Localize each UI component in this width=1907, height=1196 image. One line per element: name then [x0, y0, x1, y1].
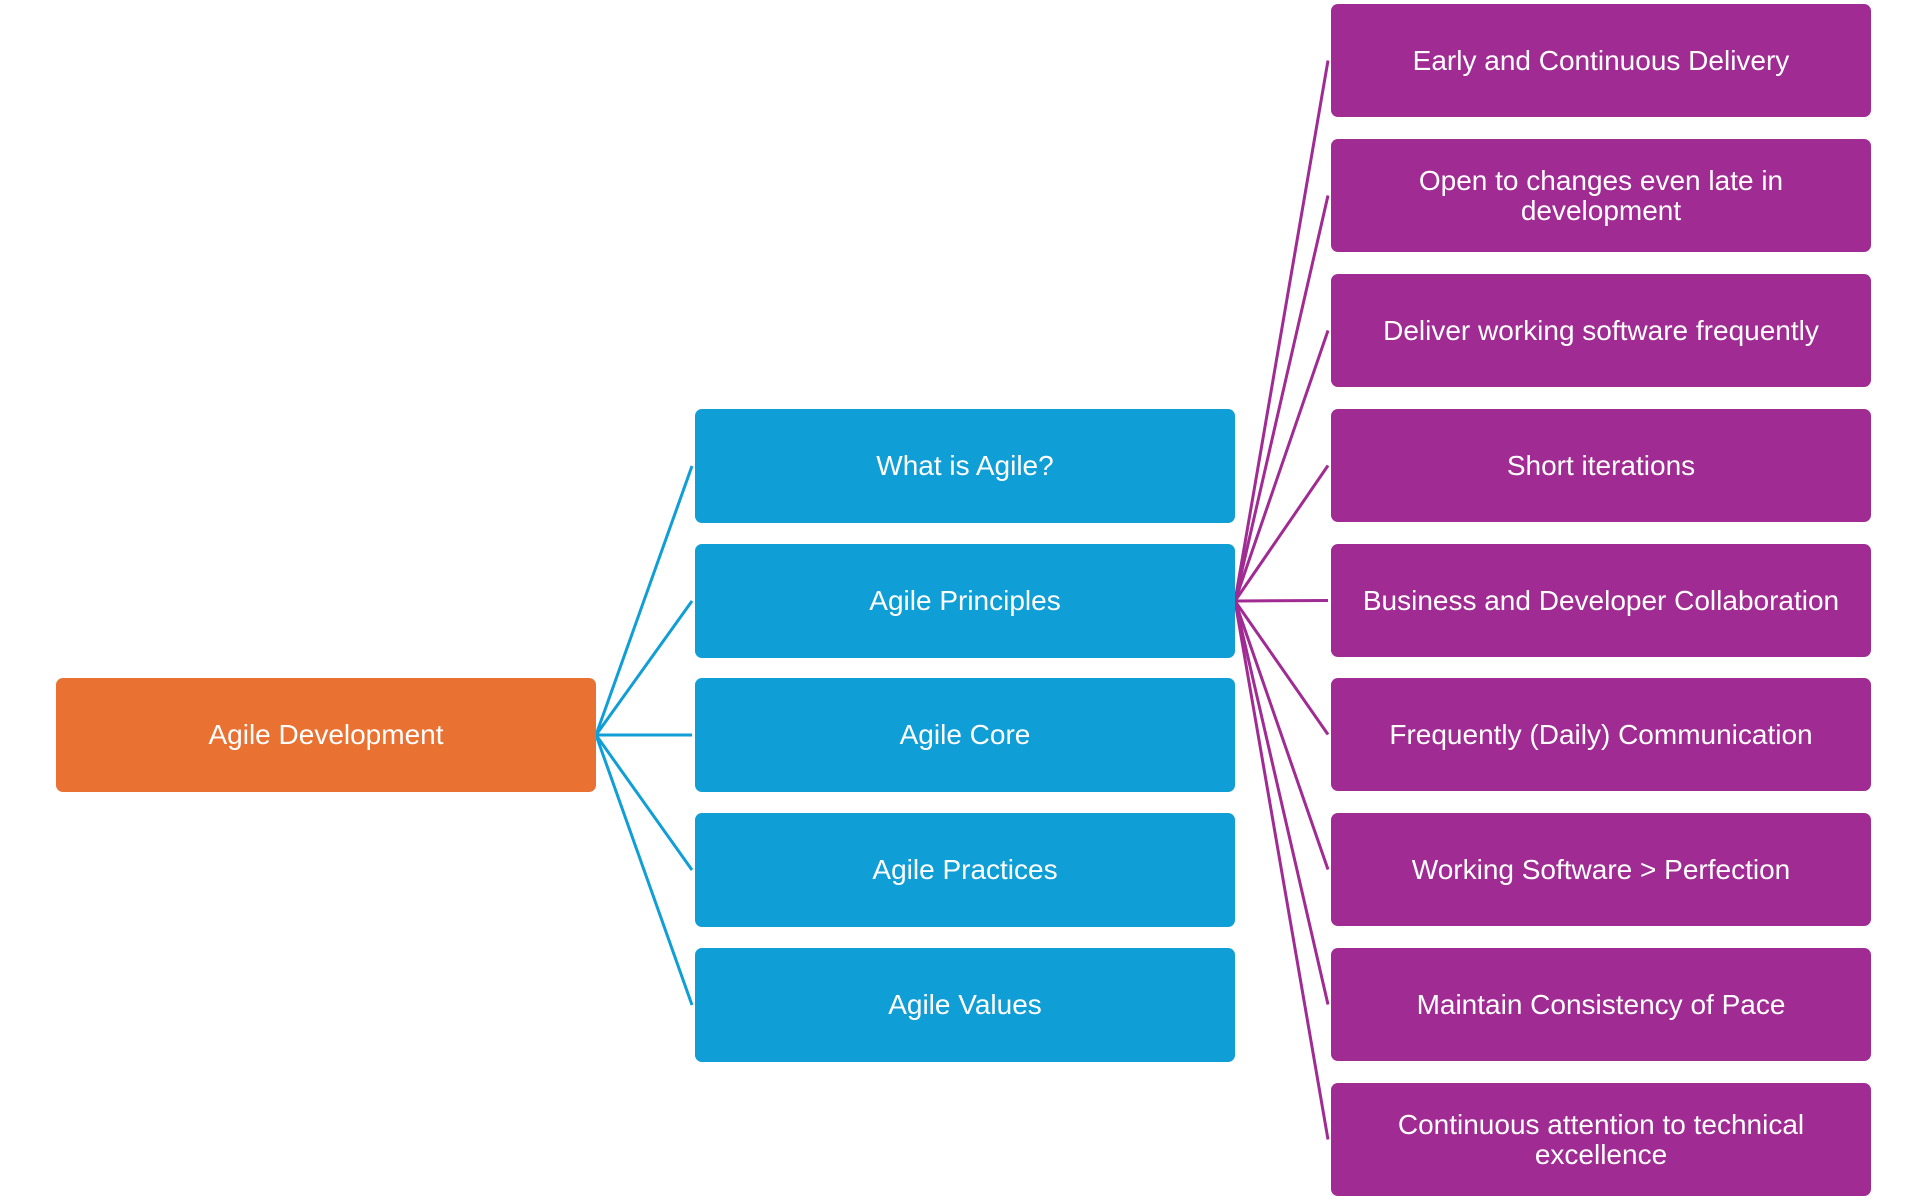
leaf-connector-8 [1233, 600, 1330, 1140]
leaf-node-technical-excellence: Continuous attention to technical excell… [1331, 1083, 1871, 1196]
leaf-node-short-iterations: Short iterations [1331, 409, 1871, 522]
leaf-node-daily-communication: Frequently (Daily) Communication [1331, 678, 1871, 791]
leaf-node-open-to-changes: Open to changes even late in development [1331, 139, 1871, 252]
leaf-node-early-continuous-delivery: Early and Continuous Delivery [1331, 4, 1871, 117]
branch-node-agile-practices: Agile Practices [695, 813, 1235, 927]
leaf-node-consistency-of-pace: Maintain Consistency of Pace [1331, 948, 1871, 1061]
branch-node-what-is-agile: What is Agile? [695, 409, 1235, 523]
leaf-connector-0 [1233, 60, 1330, 602]
root-connector-1 [594, 600, 694, 736]
leaf-connector-5 [1233, 600, 1330, 736]
root-node: Agile Development [56, 678, 596, 792]
leaf-connector-4 [1234, 599, 1329, 603]
root-connector-3 [594, 734, 694, 871]
leaf-connector-2 [1233, 330, 1330, 602]
root-connector-0 [594, 465, 694, 736]
leaf-connector-7 [1233, 600, 1330, 1005]
branch-node-agile-principles: Agile Principles [695, 544, 1235, 658]
leaf-node-deliver-working-software: Deliver working software frequently [1331, 274, 1871, 387]
leaf-connector-1 [1233, 195, 1330, 602]
leaf-node-business-developer-collaboration: Business and Developer Collaboration [1331, 544, 1871, 657]
leaf-node-working-software-perfection: Working Software > Perfection [1331, 813, 1871, 926]
leaf-connector-6 [1233, 600, 1330, 870]
leaf-connector-3 [1233, 464, 1330, 602]
root-connector-4 [594, 734, 694, 1006]
branch-node-agile-values: Agile Values [695, 948, 1235, 1062]
branch-node-agile-core: Agile Core [695, 678, 1235, 792]
